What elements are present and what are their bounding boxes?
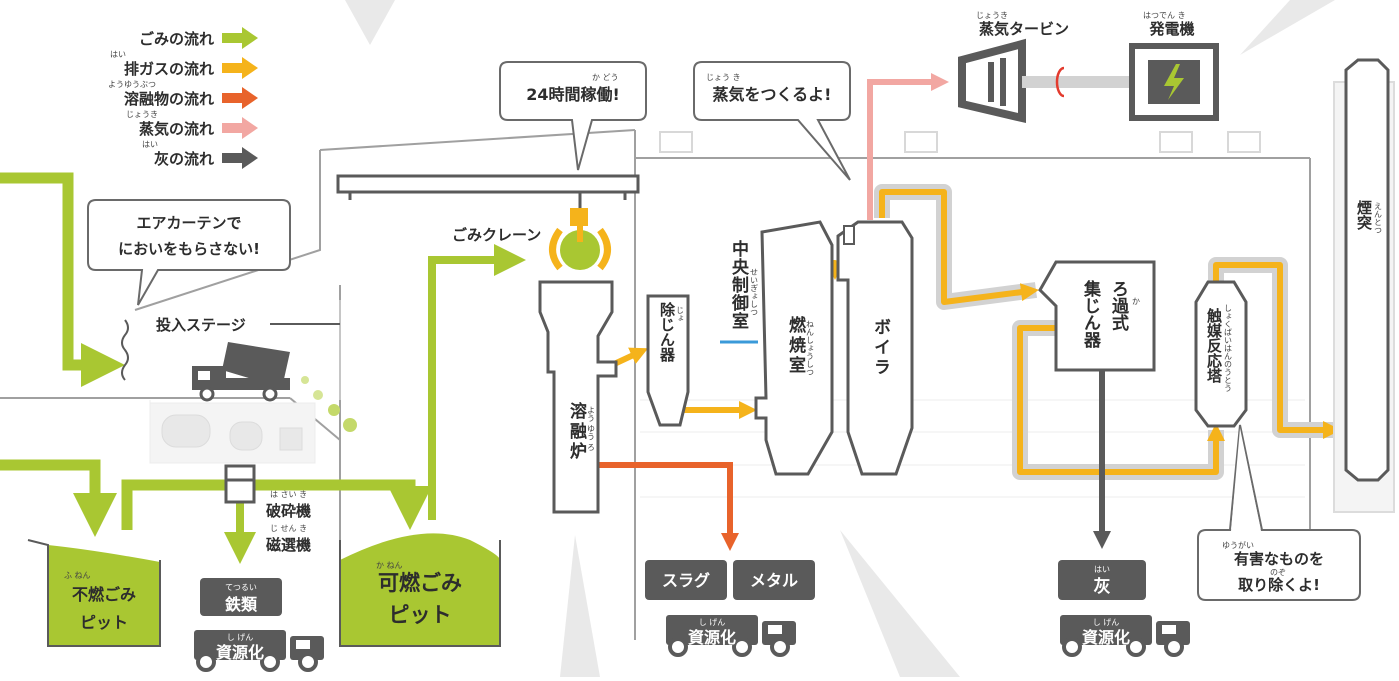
generator xyxy=(1129,43,1219,121)
melting-furnace-ruby: よう ゆう ろ xyxy=(587,406,596,451)
nonburnable-pit xyxy=(48,545,160,646)
legend-ruby-ash: はい xyxy=(142,140,158,149)
steam-bubble-ruby: じょう き xyxy=(706,73,741,82)
crane-label: ごみクレーン xyxy=(452,226,541,244)
generator-ruby: はつでん き xyxy=(1143,11,1186,20)
legend-label-molten: 溶融物の流れ xyxy=(124,90,214,108)
separator-ruby: じ せん き xyxy=(270,524,307,533)
steam-flow xyxy=(867,73,949,220)
legend-ruby-exhaust: はい xyxy=(110,50,126,59)
air-curtain-line2: においをもらさない! xyxy=(118,240,260,258)
burnable-pit xyxy=(340,533,500,646)
boiler-label: ボイラ xyxy=(870,318,891,378)
air-curtain-line1: エアカーテンで xyxy=(136,214,241,232)
burnable-ruby: か ねん xyxy=(376,561,403,570)
dust-remover-ruby: じょ xyxy=(676,306,685,322)
control-room-label: 中央制御室 xyxy=(728,239,750,330)
waste-flow xyxy=(0,172,526,564)
catalyst-tower xyxy=(1194,280,1248,428)
dump-truck-icon xyxy=(192,342,357,432)
turbine-label: 蒸気タービン xyxy=(979,20,1069,38)
crane-grab xyxy=(549,208,611,271)
interior-grid xyxy=(149,300,1305,498)
filter-ruby: か xyxy=(1132,297,1140,306)
melting-furnace-label: 溶融炉 xyxy=(566,401,587,462)
molten-flow xyxy=(598,462,739,551)
recycle-ruby-3: し げん xyxy=(1093,618,1120,627)
chimney xyxy=(1333,58,1395,513)
recycle-trucks xyxy=(194,615,1190,672)
ash-label: 灰 xyxy=(1094,576,1111,597)
light-beams xyxy=(345,0,1335,677)
metal-label: メタル xyxy=(750,571,798,590)
legend-label-exhaust: 排ガスの流れ xyxy=(124,60,214,78)
catalyst-label: 触媒反応塔 xyxy=(1205,307,1223,384)
boiler-unit xyxy=(836,220,914,476)
control-room-ruby: せいぎょしつ xyxy=(750,268,759,316)
legend-label-steam: 蒸気の流れ xyxy=(139,120,214,138)
recycle-label-2: 資源化 xyxy=(688,628,736,647)
crusher-label: 破砕機 xyxy=(266,502,311,520)
operation-bubble: 24時間稼働! xyxy=(526,85,620,104)
harmful-line2: 取り除くよ! xyxy=(1238,576,1320,594)
legend-label-ash: 灰の流れ xyxy=(154,150,214,168)
filter-label-1: ろ過式 xyxy=(1108,280,1129,332)
crusher-ruby: は さい き xyxy=(270,490,307,499)
chimney-ruby: えんとつ xyxy=(1374,202,1383,234)
combustion-chamber-label: 燃焼室 xyxy=(785,315,806,376)
nonburnable-ruby: ふ ねん xyxy=(64,571,91,580)
steam-turbine xyxy=(958,38,1130,124)
recycle-label-1: 資源化 xyxy=(216,643,264,662)
filter-collector xyxy=(1038,260,1156,372)
harmful-ruby2: のぞ xyxy=(1270,568,1286,577)
separator-label: 磁選機 xyxy=(266,536,311,554)
chimney-label: 煙突 xyxy=(1355,200,1373,231)
catalyst-ruby: しょくばいはんのうとう xyxy=(1224,304,1233,392)
nonburnable-label-1: 不燃ごみ xyxy=(72,585,136,604)
melting-furnace xyxy=(538,280,618,514)
nonburnable-label-2: ピット xyxy=(80,613,128,632)
legend-arrows xyxy=(222,27,258,169)
recycle-label-3: 資源化 xyxy=(1082,628,1130,647)
input-stage-label: 投入ステージ xyxy=(156,316,246,334)
slag-label: スラグ xyxy=(662,571,710,590)
crane-rail xyxy=(336,174,640,210)
harmful-line1: 有害なものを xyxy=(1234,550,1324,568)
recycle-ruby-1: し げん xyxy=(227,633,254,642)
filter-label-2: 集じん器 xyxy=(1080,279,1102,349)
combustion-chamber-ruby: ねんしょうしつ xyxy=(806,320,815,376)
steam-bubble: 蒸気をつくるよ! xyxy=(713,85,832,104)
dust-remover-label: 除じん器 xyxy=(658,301,676,363)
operation-ruby: か どう xyxy=(592,73,619,82)
burnable-label-1: 可燃ごみ xyxy=(378,571,462,595)
iron-label: 鉄類 xyxy=(225,595,258,614)
legend-ruby-steam: じょうき xyxy=(126,110,158,119)
ash-ruby: はい xyxy=(1094,565,1110,574)
input-stage-line xyxy=(121,319,340,381)
product-boxes xyxy=(200,560,1146,616)
legend-label-waste: ごみの流れ xyxy=(139,30,214,48)
crusher-icon xyxy=(224,464,256,504)
dust-remover xyxy=(646,294,690,427)
harmful-ruby1: ゆうがい xyxy=(1222,540,1254,550)
recycle-ruby-2: し げん xyxy=(699,618,726,627)
legend-ruby-molten: ようゆうぶつ xyxy=(108,80,156,89)
generator-label: 発電機 xyxy=(1148,20,1194,38)
iron-ruby: てつるい xyxy=(225,583,257,592)
turbine-ruby: じょうき xyxy=(976,11,1008,20)
burnable-label-2: ピット xyxy=(389,603,452,627)
roof-trusses xyxy=(659,131,1261,153)
combustion-chamber xyxy=(754,220,834,476)
legend: ごみの流れ はい 排ガスの流れ ようゆうぶつ 溶融物の流れ じょうき 蒸気の流れ… xyxy=(108,27,258,169)
